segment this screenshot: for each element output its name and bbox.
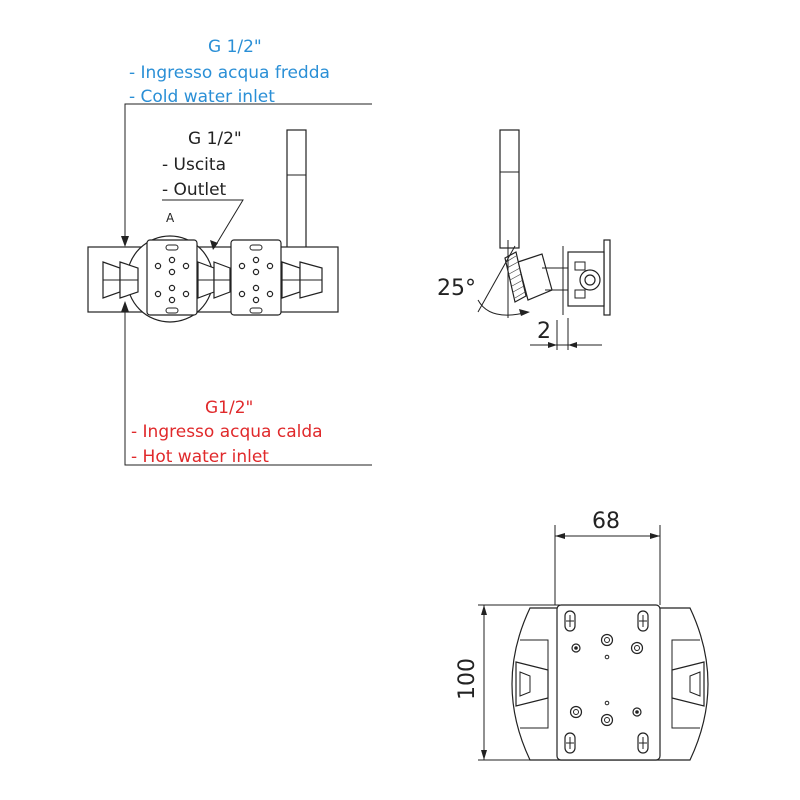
height-dimension: 100 [455,658,480,700]
hot-inlet-english: - Hot water inlet [131,447,269,467]
hot-inlet-size: G1/2" [205,398,253,418]
side-hatched-cap [504,251,527,303]
front-plate-right [230,239,282,316]
outlet-italian: - Uscita [162,155,226,175]
outlet-english: - Outlet [162,180,227,200]
plate-view-holes [569,633,644,727]
outlet-label: G 1/2" - Uscita - Outlet [162,129,242,200]
outlet-leader [162,199,244,250]
cold-inlet-size: G 1/2" [208,37,262,57]
cold-inlet-label: G 1/2" - Ingresso acqua fredda - Cold wa… [129,37,330,107]
side-wall-plate [603,239,611,316]
hot-inlet-italian: - Ingresso acqua calda [131,422,323,442]
cold-inlet-leader [121,103,372,247]
front-plate-left [146,239,198,316]
detail-label: A [166,211,175,225]
cold-inlet-english: - Cold water inlet [129,87,275,107]
width-dimension: 68 [592,509,620,534]
side-body [567,251,605,307]
angle-dimension: 25° [437,276,476,301]
plate-slots [564,610,649,754]
front-connectors [102,261,323,299]
side-pipe [499,129,520,249]
side-view [477,129,611,350]
plate-holes [154,244,274,314]
hot-inlet-label: G1/2" - Ingresso acqua calda - Hot water… [131,398,323,467]
front-view [87,129,339,323]
offset-dimension: 2 [537,319,551,344]
outlet-size: G 1/2" [188,129,242,149]
hot-inlet-leader [121,301,372,466]
plate-view [478,525,709,761]
front-pipe [286,129,307,249]
cold-inlet-italian: - Ingresso acqua fredda [129,63,330,83]
plate-center [556,604,661,761]
